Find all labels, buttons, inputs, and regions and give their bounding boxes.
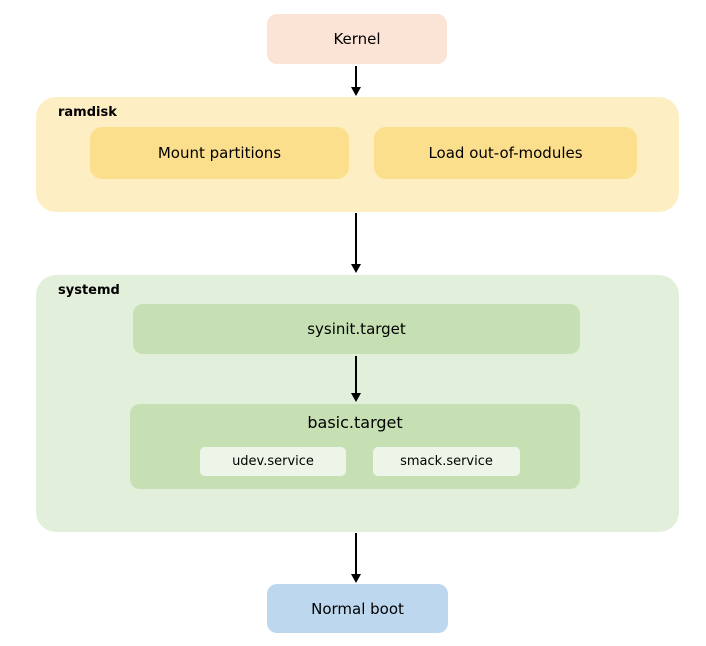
sysinit-target-node: sysinit.target bbox=[133, 304, 580, 354]
arrow-systemd-to-normal-boot bbox=[350, 533, 362, 583]
kernel-node: Kernel bbox=[267, 14, 447, 64]
basic-target-label: basic.target bbox=[307, 413, 403, 432]
arrow-head-icon bbox=[351, 87, 361, 96]
sysinit-target-label: sysinit.target bbox=[307, 320, 406, 338]
arrow-head-icon bbox=[351, 264, 361, 273]
ramdisk-group: ramdisk Mount partitions Load out-of-mod… bbox=[36, 97, 679, 212]
normal-boot-label: Normal boot bbox=[311, 599, 404, 618]
arrow-shaft bbox=[355, 533, 357, 574]
smack-service-node: smack.service bbox=[373, 447, 520, 476]
kernel-label: Kernel bbox=[333, 30, 381, 48]
ramdisk-group-label: ramdisk bbox=[58, 105, 117, 120]
systemd-group-label: systemd bbox=[58, 283, 120, 298]
arrow-shaft bbox=[355, 356, 357, 393]
mount-partitions-label: Mount partitions bbox=[157, 144, 282, 162]
load-out-of-modules-label: Load out-of-modules bbox=[428, 144, 583, 162]
arrow-shaft bbox=[355, 213, 357, 264]
arrow-head-icon bbox=[351, 393, 361, 402]
systemd-group: systemd sysinit.target basic.target udev… bbox=[36, 275, 679, 532]
arrow-ramdisk-to-systemd bbox=[350, 213, 362, 273]
smack-service-label: smack.service bbox=[400, 454, 493, 469]
basic-target-node: basic.target udev.service smack.service bbox=[130, 404, 580, 489]
normal-boot-node: Normal boot bbox=[267, 584, 448, 633]
udev-service-node: udev.service bbox=[200, 447, 346, 476]
arrow-shaft bbox=[355, 66, 357, 87]
arrow-head-icon bbox=[351, 574, 361, 583]
mount-partitions-node: Mount partitions bbox=[90, 127, 349, 179]
arrow-kernel-to-ramdisk bbox=[350, 66, 362, 96]
udev-service-label: udev.service bbox=[232, 454, 314, 469]
load-out-of-modules-node: Load out-of-modules bbox=[374, 127, 637, 179]
arrow-sysinit-to-basic bbox=[350, 356, 362, 402]
